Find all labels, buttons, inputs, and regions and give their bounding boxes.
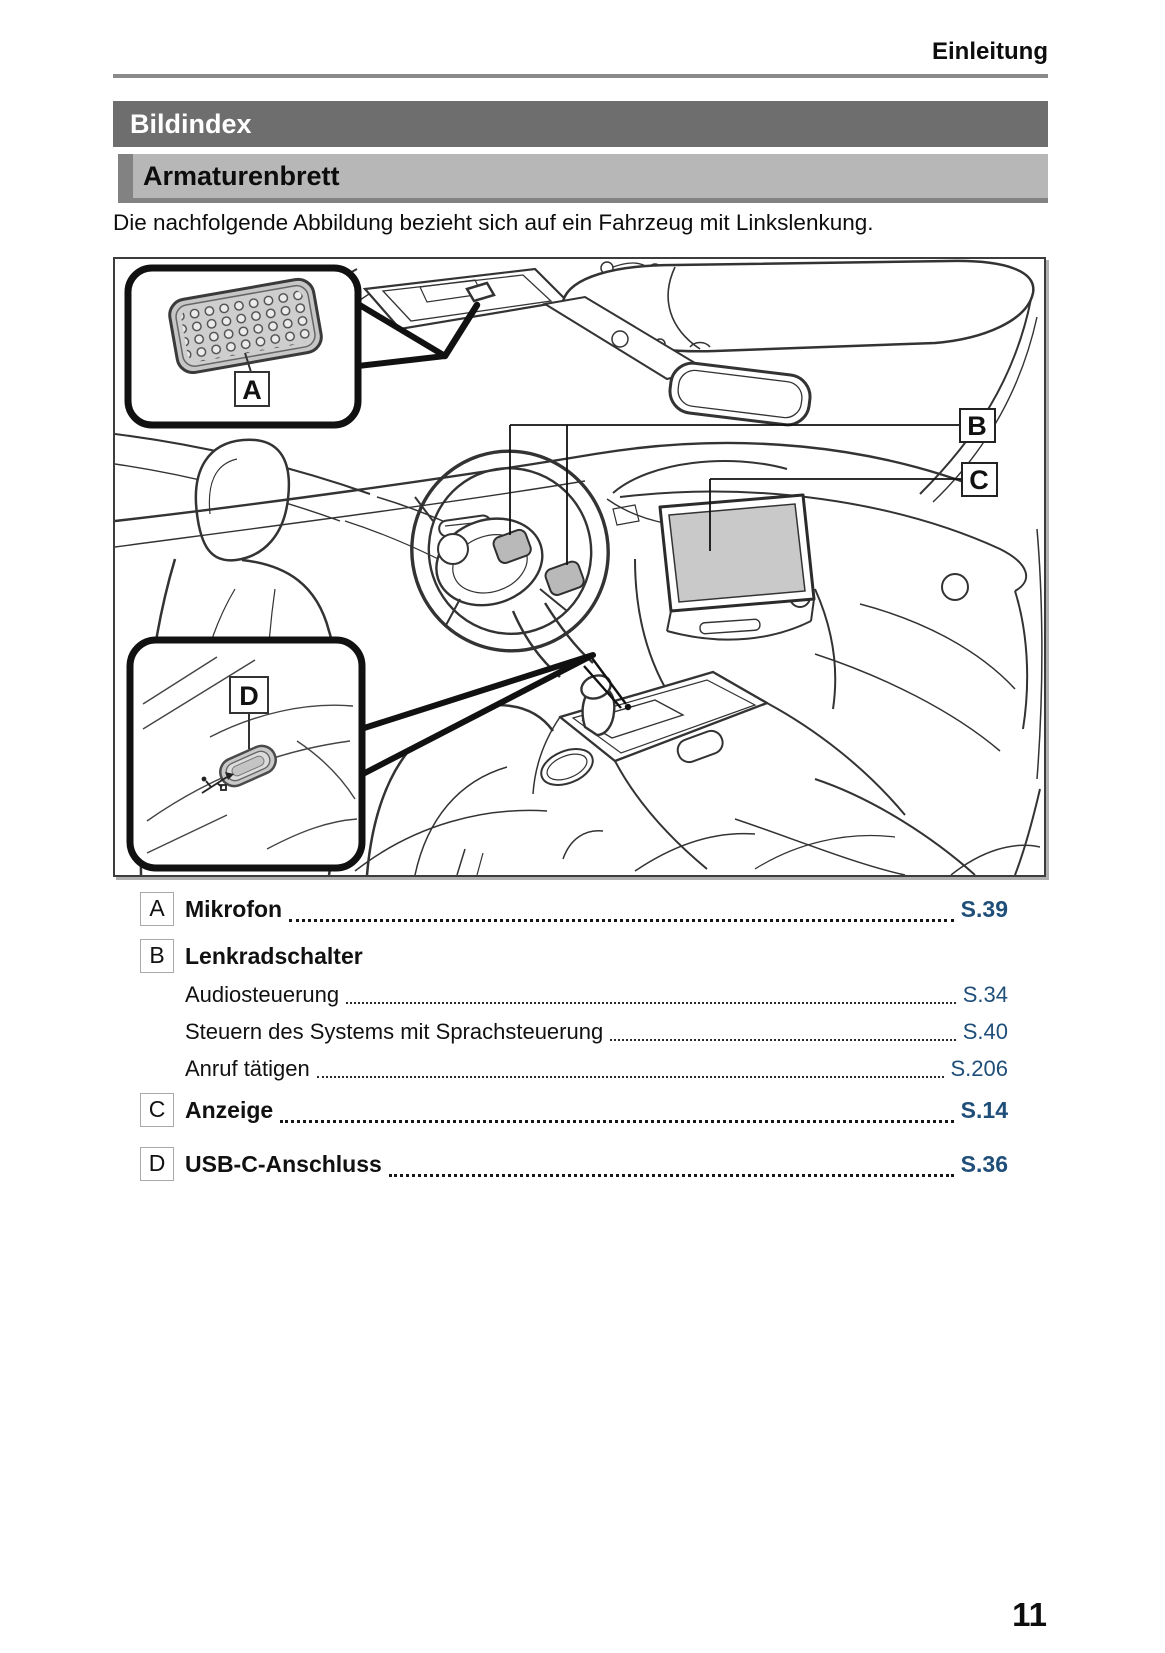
- index-label: Anzeige: [185, 1097, 274, 1123]
- figure-label-d: D: [239, 681, 259, 711]
- figure-label-c: C: [969, 465, 989, 495]
- roof-microphone: [465, 281, 496, 303]
- figure-label-a-box: [234, 371, 270, 407]
- page-number: 11: [1012, 1596, 1047, 1633]
- header-rule: [113, 74, 1048, 78]
- intro-text: Die nachfolgende Abbildung bezieht sich …: [113, 210, 874, 235]
- index-letter-c: C: [140, 1093, 174, 1127]
- index-subrow-audiosteuerung: Audiosteuerung S.34: [185, 981, 1008, 1009]
- display-unit: [658, 493, 816, 641]
- dot-leader: [280, 1093, 954, 1123]
- dashboard-figure: A: [113, 257, 1046, 877]
- display-screen: [668, 503, 806, 603]
- index-subrow-sprachsteuerung: Steuern des Systems mit Sprachsteuerung …: [185, 1018, 1008, 1046]
- index-sublabel: Steuern des Systems mit Sprachsteuerung: [185, 1019, 604, 1044]
- index-row-usb: D USB-C-Anschluss S.36: [140, 1147, 1008, 1181]
- index-label: Mikrofon: [185, 896, 283, 922]
- dashboard-illustration: A: [114, 259, 1043, 876]
- figure-label-b: B: [967, 411, 987, 441]
- index-letter-a: A: [140, 892, 174, 926]
- dot-leader: [610, 1018, 956, 1041]
- steering-wheel: [410, 449, 610, 678]
- figure-index: A Mikrofon S.39 B Lenkradschalter Audios…: [140, 892, 1008, 1181]
- page-ref-link[interactable]: S.34: [962, 982, 1008, 1007]
- index-row-anzeige: C Anzeige S.14: [140, 1093, 1008, 1127]
- headliner: [190, 259, 1038, 503]
- index-subrow-anruf: Anruf tätigen S.206: [185, 1055, 1008, 1083]
- leader-lines: [509, 424, 962, 565]
- steering-switch-right: [544, 560, 585, 596]
- index-letter-b: B: [140, 939, 174, 973]
- running-header: Einleitung: [932, 38, 1048, 65]
- usb-c-port: [219, 744, 277, 788]
- index-row-lenkradschalter: B Lenkradschalter: [140, 939, 1008, 973]
- section-title: Bildindex: [130, 109, 252, 139]
- dot-leader: [316, 1055, 944, 1078]
- page-ref-link[interactable]: S.39: [960, 896, 1008, 922]
- page-ref-link[interactable]: S.14: [960, 1097, 1008, 1123]
- center-console: [532, 670, 1041, 876]
- index-row-mikrofon: A Mikrofon S.39: [140, 892, 1008, 926]
- dot-leader: [388, 1147, 954, 1177]
- usb-port-location-dot: [624, 703, 632, 711]
- page-ref-link[interactable]: S.36: [960, 1151, 1008, 1177]
- rearview-mirror: [668, 361, 812, 427]
- index-label: Lenkradschalter: [185, 943, 363, 969]
- callout-a: A: [124, 264, 496, 429]
- section-title-banner: Bildindex: [113, 101, 1048, 147]
- microphone-grille: [168, 277, 323, 375]
- index-letter-d: D: [140, 1147, 174, 1181]
- dot-leader: [289, 892, 954, 922]
- dashboard: [114, 441, 1043, 876]
- steering-switch-left: [492, 528, 532, 564]
- subsection-title: Armaturenbrett: [143, 161, 340, 191]
- page-ref-link[interactable]: S.40: [962, 1019, 1008, 1044]
- subsection-title-banner: Armaturenbrett: [118, 154, 1048, 203]
- dot-leader: [346, 981, 956, 1004]
- figure-label-a: A: [242, 375, 262, 405]
- callout-d: D: [126, 636, 632, 872]
- index-sublabel: Audiosteuerung: [185, 982, 340, 1007]
- figure-label-d-box: [229, 676, 269, 714]
- figure-label-b-box: B: [959, 408, 996, 443]
- index-sublabel: Anruf tätigen: [185, 1056, 310, 1081]
- usb-icon: [201, 772, 234, 794]
- page-ref-link[interactable]: S.206: [950, 1056, 1009, 1081]
- figure-label-c-box: C: [961, 462, 998, 497]
- index-label: USB-C-Anschluss: [185, 1151, 382, 1177]
